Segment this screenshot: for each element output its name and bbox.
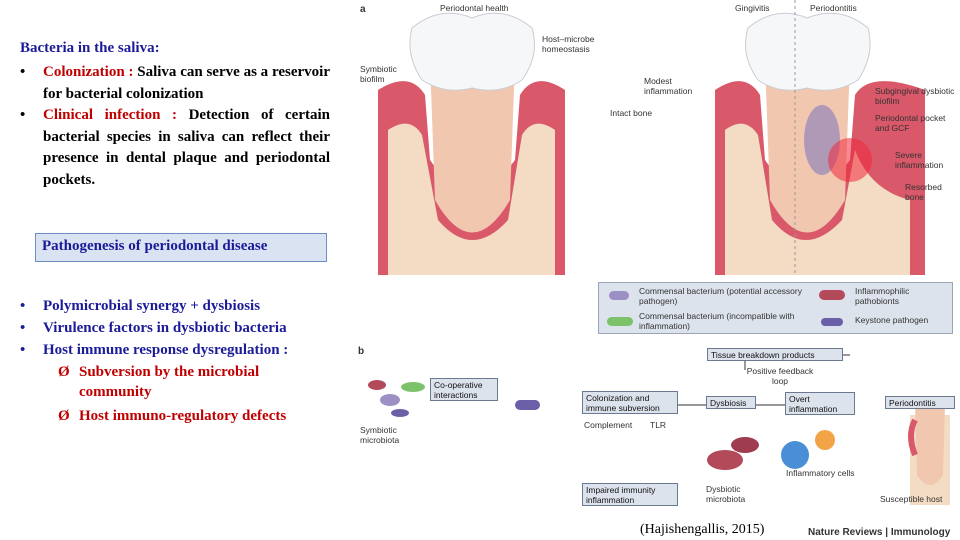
label-periodontitis: Periodontitis [810,3,857,13]
saliva-heading: Bacteria in the saliva: [20,40,160,56]
label-symbiotic-microbiota: Symbiotic microbiota [360,425,400,445]
sub-arrow-icon: Ø [58,364,70,380]
pathogenesis-flow-figure [368,354,950,505]
bullet: • [20,298,26,314]
dysbiotic-cluster [707,450,743,470]
saliva-list: • Colonization : Saliva can serve as a r… [20,62,330,190]
figure-legend: Commensal bacterium (potential accessory… [598,282,953,334]
label-intact-bone: Intact bone [610,108,653,118]
pathogenesis-bullet-1: Polymicrobial synergy + dysbiosis [43,298,261,314]
bacterium [391,409,409,417]
saliva-item-clinical: Clinical infection : Detection of certai… [43,105,330,191]
sub-bullet-defects: Host immuno-regulatory defects [79,408,287,424]
legend-inflammophilic: Inflammophilic pathobionts [855,286,910,306]
label-dysbiotic-microbiota: Dysbiotic microbiota [706,484,746,504]
legend-keystone: Keystone pathogen [855,315,929,325]
label-symbiotic-biofilm: Symbiotic biofilm [360,64,397,84]
keystone-icon [821,318,843,326]
saliva-item-colonization: Colonization : Saliva can serve as a res… [43,62,330,105]
box-periodontitis: Periodontitis [885,396,955,409]
bacterium [380,394,400,406]
bone-left [388,123,555,275]
pathobiont-icon [819,290,845,300]
label-positive-feedback: Positive feedback loop [746,366,814,386]
box-impaired-immunity: Impaired immunity inflammation [582,483,678,506]
box-overt-inflammation: Overt inflammation [785,392,855,415]
root-left [430,45,515,233]
periodontal-teeth-figure [378,0,925,275]
box-dysbiosis: Dysbiosis [706,396,756,409]
pathogenesis-box-label: Pathogenesis of periodontal disease [42,238,268,254]
panel-a-label: a [360,4,366,15]
box-tissue-breakdown: Tissue breakdown products [707,348,843,361]
label-susceptible-host: Susceptible host [880,494,943,504]
crown-right [745,12,871,91]
publisher-credit: Nature Reviews | Immunology [808,527,951,538]
box-cooperative: Co-operative interactions [430,378,498,401]
label-host-microbe: Host–microbe homeostasis [542,34,595,54]
bacterium [368,380,386,390]
host-gum [908,418,918,457]
pathogenesis-bullet-2: Virulence factors in dysbiotic bacteria [43,320,287,336]
label-complement: Complement [584,420,633,430]
label-subgingival: Subgingival dysbiotic biofilm [875,86,955,106]
bullet: • [20,107,26,123]
label-inflammatory-cells: Inflammatory cells [786,468,855,478]
label-periodontal-pocket: Periodontal pocket and GCF [875,113,946,133]
label-periodontal-health: Periodontal health [440,3,509,13]
box-colonization: Colonization and immune subversion [582,391,678,414]
label-gingivitis: Gingivitis [735,3,770,13]
bullet: • [20,320,26,336]
commensal-incompatible-icon [607,317,633,326]
pathogenesis-list: • Polymicrobial synergy + dysbiosis • Vi… [20,296,340,426]
commensal-accessory-icon [609,291,629,300]
label-resorbed-bone: Resorbed bone [905,182,942,202]
keystone-bacterium [515,400,540,410]
bullet: • [20,64,26,80]
bullet: • [20,342,26,358]
sub-bullet-subversion: Subversion by the microbial community [79,364,260,400]
panel-b-label: b [358,346,365,357]
bacterium [401,382,425,392]
host-root [915,397,945,485]
colonization-text: Saliva can serve as a reservoir for bact… [43,64,330,102]
clinical-term: Clinical infection : [43,107,177,123]
clinical-text: Detection of certain bacterial species i… [43,107,330,188]
inflammatory-cell [815,430,835,450]
bone-right [725,123,910,275]
inflammatory-cell [781,441,809,469]
label-tlr: TLR [650,420,667,430]
legend-commensal-2: Commensal bacterium (incompatible with i… [639,311,795,331]
dysbiotic-cluster [731,437,759,453]
citation: (Hajishengallis, 2015) [640,522,765,537]
colonization-term: Colonization : [43,64,134,80]
pathogenesis-bullet-3: Host immune response dysregulation : [43,342,289,358]
label-modest-inflammation: Modest inflammation [644,76,693,96]
severe-inflammation-spot [828,138,872,182]
label-severe-inflammation: Severe inflammation [895,150,944,170]
legend-commensal-1: Commensal bacterium (potential accessory… [639,286,802,306]
sub-arrow-icon: Ø [58,408,70,424]
crown-left [409,12,535,91]
pathogenesis-box: Pathogenesis of periodontal disease [35,233,327,262]
